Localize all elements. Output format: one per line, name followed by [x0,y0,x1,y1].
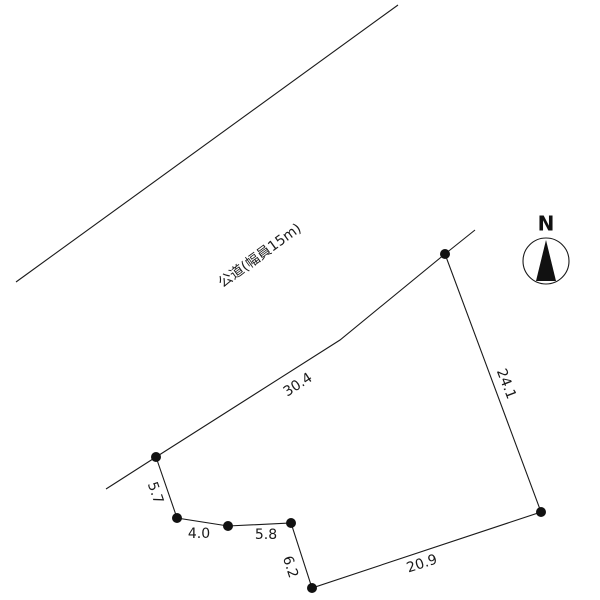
boundary-point-top-left [151,452,161,462]
dimension-left-c: 5.8 [255,527,277,543]
road-far-edge [15,4,399,283]
boundary-point-top-right [440,249,450,259]
boundary-point-notch-middle [223,521,233,531]
lot-boundary [155,253,542,589]
compass-needle [536,240,556,281]
dimension-right-edge: 24.1 [493,367,519,402]
dimension-left-b: 4.0 [188,526,210,542]
north-arrow-icon: N [522,212,570,285]
compass-letter: N [538,212,555,236]
dimension-left-d: 6.2 [279,554,301,580]
road-near-edge-west-extension [105,456,157,490]
boundary-point-bottom-right [536,507,546,517]
boundary-point-notch-left [172,513,182,523]
lot-frontage-edge [155,253,446,458]
dimension-left-a: 5.7 [144,480,166,506]
boundary-point-notch-right [286,518,296,528]
boundary-point-bottom [307,583,317,593]
road-near-edge-east-extension [444,229,476,255]
road-label: 公道(幅員15m) [215,221,304,292]
